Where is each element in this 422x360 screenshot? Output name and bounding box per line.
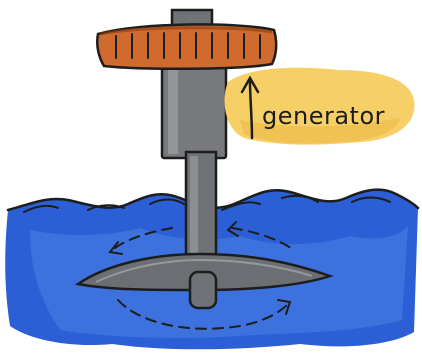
turbine-blade-highlight xyxy=(95,258,313,283)
wave-crest-lines xyxy=(23,194,391,213)
rotation-arrow-right-head xyxy=(226,221,239,237)
generator-ribs xyxy=(115,32,261,59)
rotation-arrow-right xyxy=(231,227,295,251)
generator xyxy=(96,23,278,71)
label-arrow xyxy=(240,75,260,140)
rotation-arrow-left xyxy=(111,227,173,251)
rotation-arrow-bottom-head xyxy=(277,299,292,315)
rotation-arrow-left-head xyxy=(108,241,123,255)
turbine-hub xyxy=(188,270,218,310)
lower-shaft-shading xyxy=(190,156,198,268)
rotation-arrows xyxy=(108,221,295,330)
shaft-housing-shading xyxy=(168,62,178,154)
rotation-arrow-bottom xyxy=(117,299,289,330)
water-surface-line xyxy=(6,188,420,212)
generator-top-band xyxy=(99,26,273,36)
generator-label: generator xyxy=(262,102,385,130)
label-highlight-shading xyxy=(240,118,400,144)
